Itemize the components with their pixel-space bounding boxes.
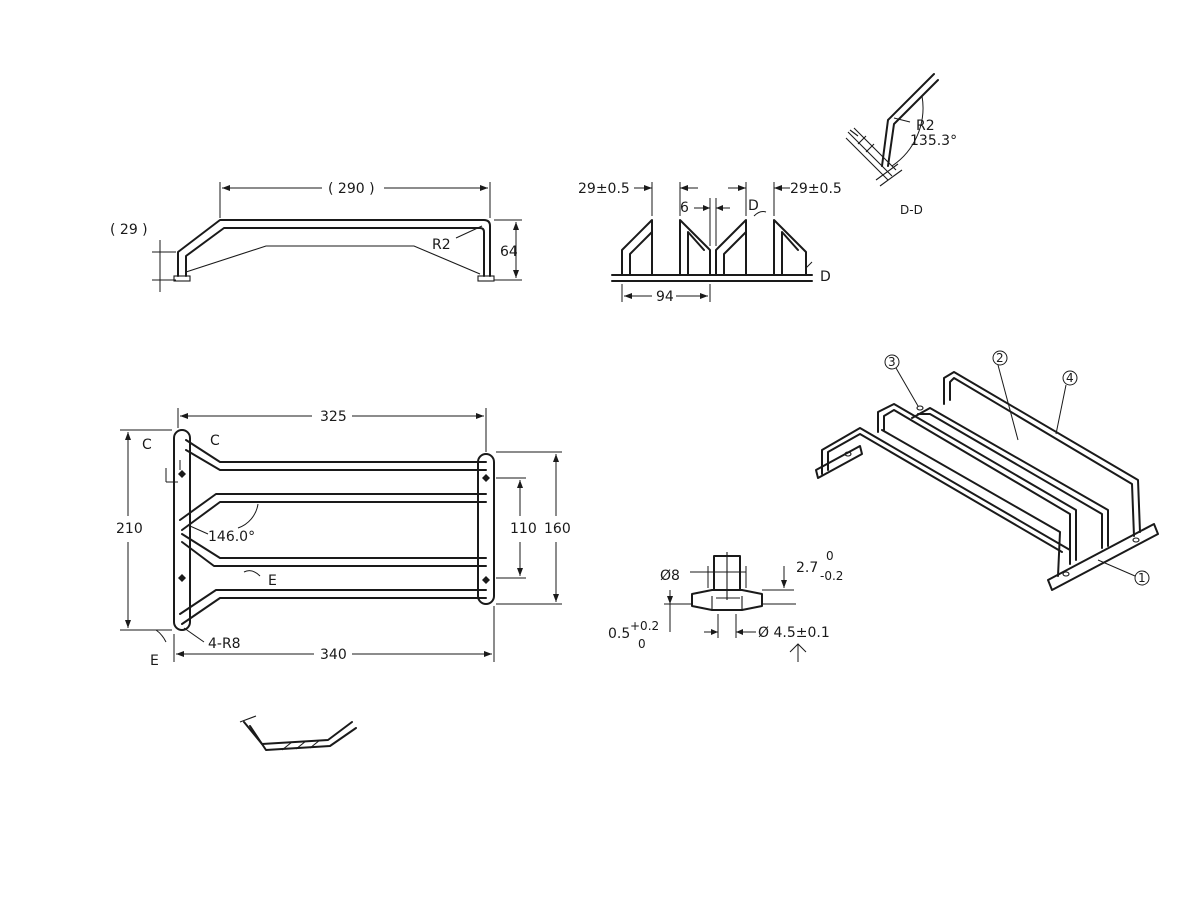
section-marker-d-side: D <box>820 269 831 285</box>
side-view: ( 290 ) ( 29 ) 64 R2 <box>110 181 522 292</box>
front-view: 29±0.5 29±0.5 6 D D 94 <box>578 181 842 305</box>
section-title-dd: D-D <box>900 203 923 217</box>
dim-width-325: 325 <box>320 409 347 425</box>
dim-height-64: 64 <box>500 244 518 260</box>
section-e-view <box>239 715 357 751</box>
top-view: 325 340 210 110 160 146.0° 4-R8 <box>116 408 571 669</box>
section-dd-view: R2 135.3° D-D <box>845 73 957 217</box>
dim-hole-dia: Ø 4.5±0.1 <box>758 625 830 641</box>
dim-pitch-left: 29±0.5 <box>578 181 630 197</box>
dim-radius-r2: R2 <box>432 237 451 253</box>
dim-width-340: 340 <box>320 647 347 663</box>
dim-head-dia: Ø8 <box>660 568 680 584</box>
dd-radius-r2: R2 <box>916 118 935 134</box>
isometric-view: 3 2 4 1 <box>815 350 1159 591</box>
dim-offset-tol-lower: 0 <box>638 637 646 651</box>
hole-detail-view: Ø8 2.7 0 -0.2 0.5 +0.2 0 Ø 4.5±0.1 <box>608 549 843 662</box>
dim-depth-tol-upper: 0 <box>826 549 834 563</box>
dim-gap-6: 6 <box>680 200 689 216</box>
dim-pitch-right: 29±0.5 <box>790 181 842 197</box>
section-e-outer: E <box>150 653 159 669</box>
dim-height-160: 160 <box>544 521 571 537</box>
section-marker-d-top: D <box>748 198 759 214</box>
section-c-top: C <box>210 433 220 449</box>
dim-corner-radius: 4-R8 <box>208 636 241 652</box>
dim-angle-146: 146.0° <box>208 529 255 545</box>
dim-span-94: 94 <box>656 289 674 305</box>
balloon-3: 3 <box>888 355 896 369</box>
dim-depth-tol-lower: -0.2 <box>820 569 843 583</box>
dd-angle: 135.3° <box>910 133 957 149</box>
dim-depth: 2.7 <box>796 560 818 576</box>
dim-offset-tol-upper: +0.2 <box>630 619 659 633</box>
balloon-2: 2 <box>996 351 1004 365</box>
balloon-1: 1 <box>1138 571 1146 585</box>
dim-offset: 0.5 <box>608 626 630 642</box>
dim-height-110: 110 <box>510 521 537 537</box>
balloon-4: 4 <box>1066 371 1074 385</box>
dim-height-ref-29: ( 29 ) <box>110 222 148 238</box>
dim-height-210: 210 <box>116 521 143 537</box>
section-e-inner: E <box>268 573 277 589</box>
dim-length-290: ( 290 ) <box>328 181 375 197</box>
section-c-left: C <box>142 437 152 453</box>
